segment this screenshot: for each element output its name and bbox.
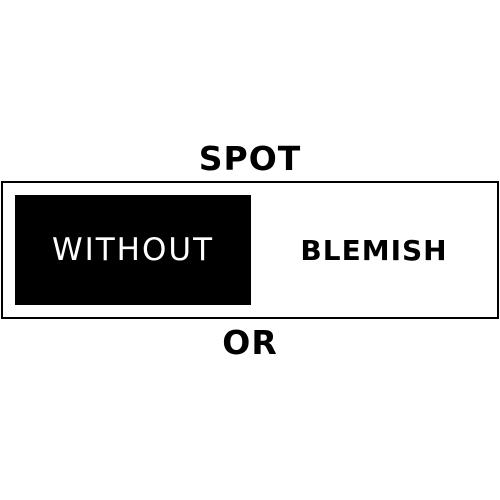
- right-word: BLEMISH: [300, 233, 448, 267]
- word-frame: WITHOUT BLEMISH: [1, 181, 499, 319]
- highlighted-word-block: WITHOUT: [15, 195, 251, 305]
- top-word: SPOT: [198, 139, 302, 178]
- highlighted-word: WITHOUT: [51, 232, 215, 268]
- bottom-word: OR: [222, 323, 278, 362]
